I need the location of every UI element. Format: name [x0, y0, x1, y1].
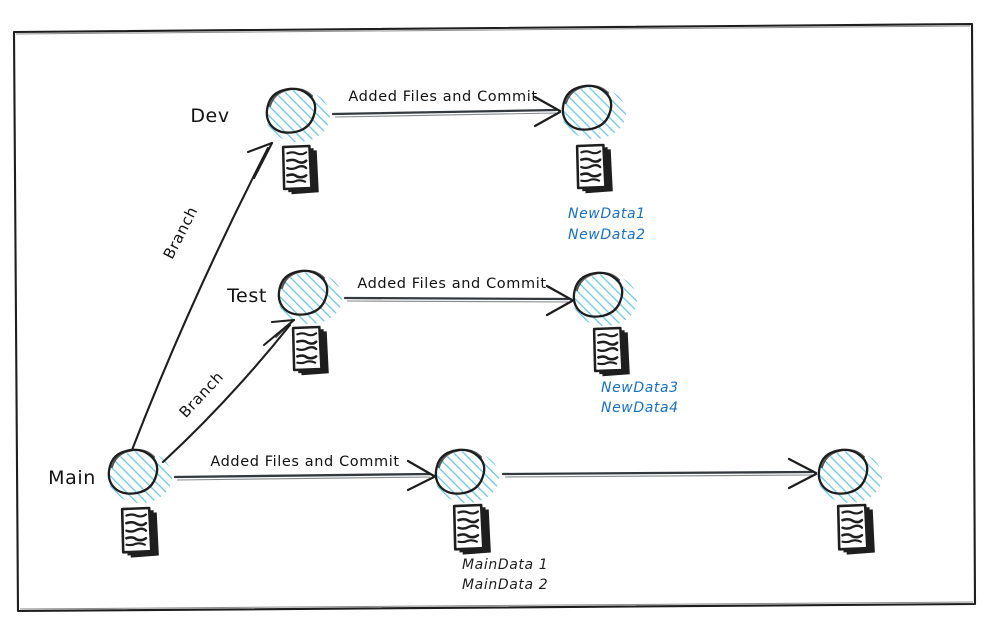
commit-node-main-start[interactable]: [106, 448, 174, 505]
branch-label-main: Main: [48, 467, 96, 489]
arrow-dev-commit: [331, 95, 562, 128]
commit-node-dev-start[interactable]: [264, 87, 332, 144]
branch-arrow-main-to-dev: [130, 141, 274, 452]
edge-label-branch-dev: Branch: [160, 203, 202, 262]
arrow-main-commit: [173, 459, 436, 492]
annotation-dev-file-2: NewData2: [568, 227, 646, 243]
outer-frame: [12, 22, 977, 613]
commit-node-main-c1[interactable]: [433, 448, 501, 505]
document-stack-icon-main-c1: [452, 503, 493, 556]
arrow-test-commit: [343, 284, 574, 317]
annotation-main-file-1: MainData 1: [462, 557, 548, 573]
annotation-dev-file-1: NewData1: [568, 206, 646, 222]
document-stack-icon-main-start: [120, 506, 161, 559]
commit-node-test-start[interactable]: [276, 269, 344, 326]
dev-branch-group: Dev Added Files and Commit NewData1 NewD…: [190, 84, 646, 243]
branch-arrow-main-to-test: [161, 318, 296, 464]
edge-label-branch-test: Branch: [175, 368, 227, 422]
branch-label-dev: Dev: [190, 105, 229, 127]
commit-node-main-c2[interactable]: [816, 448, 884, 505]
annotation-main-file-2: MainData 2: [462, 577, 548, 593]
document-stack-icon-test-commit: [592, 326, 632, 378]
annotation-test-file-2: NewData4: [601, 400, 679, 416]
edge-label-test-commit: Added Files and Commit: [357, 276, 546, 292]
arrow-main-extend: [501, 457, 818, 490]
annotation-test-file-1: NewData3: [601, 380, 679, 396]
commit-node-test-commit[interactable]: [571, 271, 639, 328]
test-branch-group: Test Added Files and Commit NewData3 New…: [226, 269, 679, 416]
document-stack-icon-test-start: [291, 325, 331, 377]
document-stack-icon-main-c2: [836, 503, 877, 556]
edge-label-main-commit: Added Files and Commit: [210, 454, 399, 470]
commit-node-dev-commit[interactable]: [560, 84, 628, 141]
document-stack-icon-dev-start: [281, 144, 321, 196]
main-branch-group: Main Added Files and Commit MainData 1 M…: [48, 448, 884, 593]
document-stack-icon-dev-commit: [575, 143, 615, 195]
edge-label-dev-commit: Added Files and Commit: [348, 89, 537, 105]
branch-label-test: Test: [226, 285, 267, 307]
